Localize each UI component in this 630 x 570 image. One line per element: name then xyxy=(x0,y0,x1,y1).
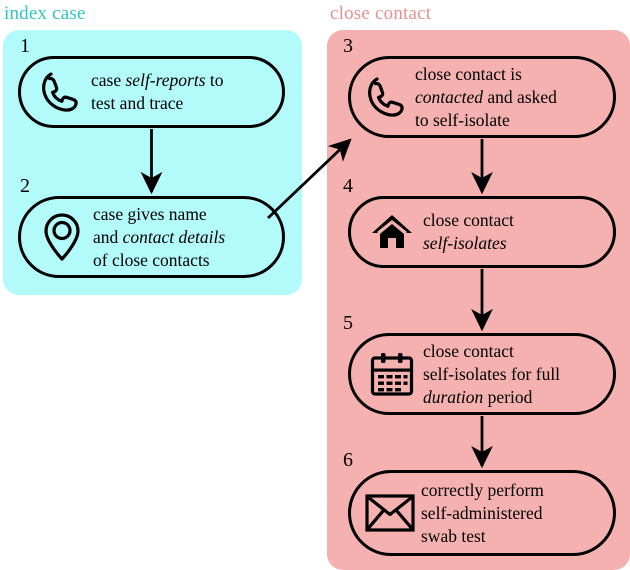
step-text-line: of close contacts xyxy=(93,249,210,270)
calendar-icon xyxy=(351,351,423,397)
step-text-line: self-isolates xyxy=(423,233,507,253)
phone-icon xyxy=(351,74,415,120)
step-text-line: to self-isolate xyxy=(415,109,510,130)
step-text-line: close contact xyxy=(423,340,514,361)
step-text-line: swab test xyxy=(421,525,486,546)
step-number-1: 1 xyxy=(20,35,30,57)
step-number-5: 5 xyxy=(343,312,353,334)
step-text-line: contacted and asked xyxy=(415,86,557,107)
envelope-icon xyxy=(351,493,421,533)
location-pin-icon xyxy=(21,211,93,263)
step-text-line: and contact details xyxy=(93,226,226,247)
step-box-1[interactable]: case self-reports to test and trace xyxy=(18,56,285,128)
group-title-close-contact: close contact xyxy=(330,3,432,24)
step-text-line: duration period xyxy=(423,386,533,407)
step-text-line: self-administered xyxy=(421,502,543,523)
step-text-line: test and trace xyxy=(91,93,184,113)
step-number-4: 4 xyxy=(343,175,353,197)
group-title-index-case: index case xyxy=(4,3,86,24)
house-icon xyxy=(351,212,423,252)
step-text-line: correctly perform xyxy=(421,479,544,500)
step-text-1: case self-reports to test and trace xyxy=(91,69,282,115)
step-text-line: close contact is xyxy=(415,63,522,84)
phone-icon xyxy=(21,69,91,115)
step-text-line: self-isolates for full xyxy=(423,363,561,384)
step-text-4: close contact self-isolates xyxy=(423,209,613,255)
step-number-6: 6 xyxy=(343,449,353,471)
step-text-line: case self-reports to xyxy=(91,70,224,90)
step-number-3: 3 xyxy=(343,35,353,57)
step-number-2: 2 xyxy=(20,175,30,197)
step-text-line: close contact xyxy=(423,210,514,230)
step-text-line: case gives name xyxy=(93,203,207,224)
step-box-4[interactable]: close contact self-isolates xyxy=(348,196,616,268)
